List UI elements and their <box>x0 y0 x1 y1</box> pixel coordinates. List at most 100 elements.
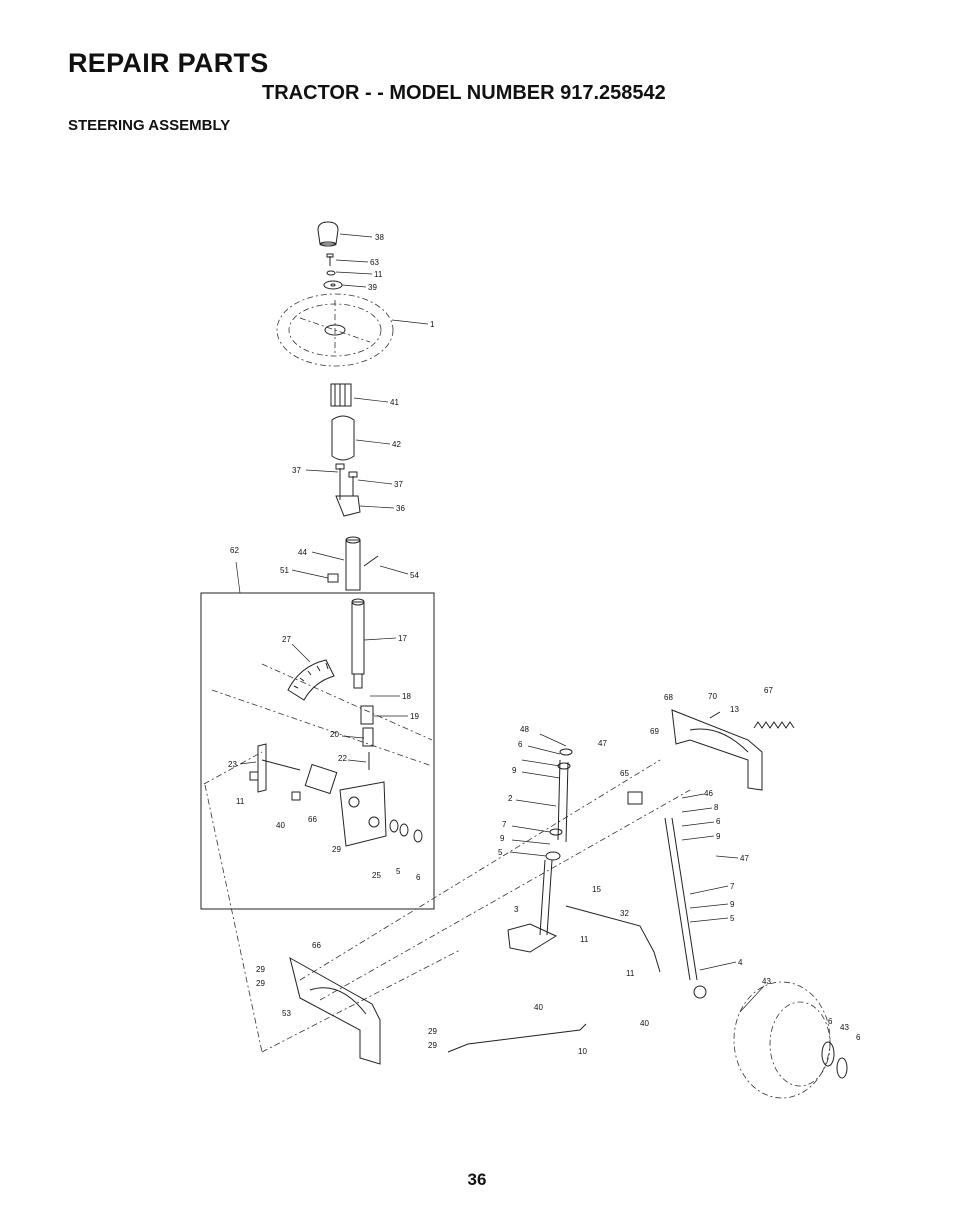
callout-labels: 38 63 11 39 1 41 42 37 37 36 62 44 51 54… <box>228 233 861 1056</box>
callout-7: 7 <box>502 820 507 829</box>
callout-13: 13 <box>730 705 739 714</box>
callout-42: 42 <box>392 440 401 449</box>
drag-link-part <box>565 905 661 973</box>
page-number: 36 <box>467 1170 487 1189</box>
flat-washer-part <box>323 280 343 290</box>
model-number-heading: TRACTOR - - MODEL NUMBER 917.258542 <box>262 82 666 104</box>
callout-44: 44 <box>298 548 307 557</box>
callout-29: 29 <box>256 965 265 974</box>
steering-adapter-part <box>330 383 352 407</box>
drag-link-rod-part <box>447 1023 587 1053</box>
callout-70: 70 <box>708 692 717 701</box>
callout-3: 3 <box>514 905 519 914</box>
steering-cap-part <box>317 221 339 247</box>
callout-68: 68 <box>664 693 673 702</box>
callout-20: 20 <box>330 730 339 739</box>
bushing-part <box>304 763 338 795</box>
callout-40: 40 <box>534 1003 543 1012</box>
callout-29: 29 <box>428 1027 437 1036</box>
callout-39: 39 <box>368 283 377 292</box>
spindle-right-part <box>664 817 707 999</box>
steering-shaft-upper-part <box>345 536 361 591</box>
page-title: REPAIR PARTS <box>68 48 269 78</box>
callout-19: 19 <box>410 712 419 721</box>
nut-part <box>249 771 259 781</box>
callout-63: 63 <box>370 258 379 267</box>
nut-part <box>327 573 339 583</box>
callout-62: 62 <box>230 546 239 555</box>
screw-part <box>326 253 334 266</box>
callout-29: 29 <box>256 979 265 988</box>
callout-41: 41 <box>390 398 399 407</box>
callout-5: 5 <box>498 848 503 857</box>
callout-36: 36 <box>396 504 405 513</box>
callout-25: 25 <box>372 871 381 880</box>
pivot-bar-part <box>257 743 301 793</box>
callout-54: 54 <box>410 571 419 580</box>
callout-2: 2 <box>508 794 513 803</box>
callout-23: 23 <box>228 760 237 769</box>
callout-27: 27 <box>282 635 291 644</box>
front-wheel-part <box>733 981 848 1099</box>
callout-65: 65 <box>620 769 629 778</box>
callout-6: 6 <box>856 1033 861 1042</box>
callout-47: 47 <box>598 739 607 748</box>
callout-11: 11 <box>580 935 589 944</box>
callout-46: 46 <box>704 789 713 798</box>
callout-29: 29 <box>428 1041 437 1050</box>
callout-29: 29 <box>332 845 341 854</box>
callout-11: 11 <box>374 270 383 279</box>
sector-gear-part <box>287 659 335 701</box>
spring-part <box>753 721 795 729</box>
callout-18: 18 <box>402 692 411 701</box>
callout-11: 11 <box>236 797 245 806</box>
section-heading: STEERING ASSEMBLY <box>68 117 231 134</box>
callout-5: 5 <box>730 914 735 923</box>
bearing-part <box>627 791 643 805</box>
callout-38: 38 <box>375 233 384 242</box>
callout-9: 9 <box>500 834 505 843</box>
callout-48: 48 <box>520 725 529 734</box>
spindle-left-part <box>507 859 558 953</box>
bolt-part <box>348 471 358 496</box>
callout-66: 66 <box>308 815 317 824</box>
callout-69: 69 <box>650 727 659 736</box>
tie-rod-part <box>557 759 569 843</box>
callout-51: 51 <box>280 566 289 575</box>
callout-67: 67 <box>764 686 773 695</box>
callout-9: 9 <box>716 832 721 841</box>
callout-9: 9 <box>512 766 517 775</box>
callout-7: 7 <box>730 882 735 891</box>
axle-support-right-part <box>671 709 763 791</box>
bolt-part <box>335 463 345 500</box>
callout-43: 43 <box>840 1023 849 1032</box>
callout-8: 8 <box>714 803 719 812</box>
steering-support-bracket-part <box>339 781 387 847</box>
callout-32: 32 <box>620 909 629 918</box>
callout-15: 15 <box>592 885 601 894</box>
callout-17: 17 <box>398 634 407 643</box>
callout-10: 10 <box>578 1047 587 1056</box>
pinion-gear-part <box>360 705 374 725</box>
nut-part <box>291 791 301 801</box>
callout-22: 22 <box>338 754 347 763</box>
callout-4: 4 <box>738 958 743 967</box>
callout-6: 6 <box>518 740 523 749</box>
callout-43: 43 <box>762 977 771 986</box>
callout-6: 6 <box>416 873 421 882</box>
steering-bracket-part <box>335 495 361 517</box>
callout-53: 53 <box>282 1009 291 1018</box>
bolt-part <box>709 711 721 719</box>
lock-washer-part <box>326 270 336 276</box>
callout-37: 37 <box>394 480 403 489</box>
callout-37: 37 <box>292 466 301 475</box>
callout-11: 11 <box>626 969 635 978</box>
inset-frame <box>200 592 435 910</box>
bolt-part <box>363 555 379 567</box>
callout-66: 66 <box>312 941 321 950</box>
callout-5: 5 <box>396 867 401 876</box>
callout-6: 6 <box>828 1017 833 1026</box>
steering-wheel-part <box>276 293 394 367</box>
callout-47: 47 <box>740 854 749 863</box>
